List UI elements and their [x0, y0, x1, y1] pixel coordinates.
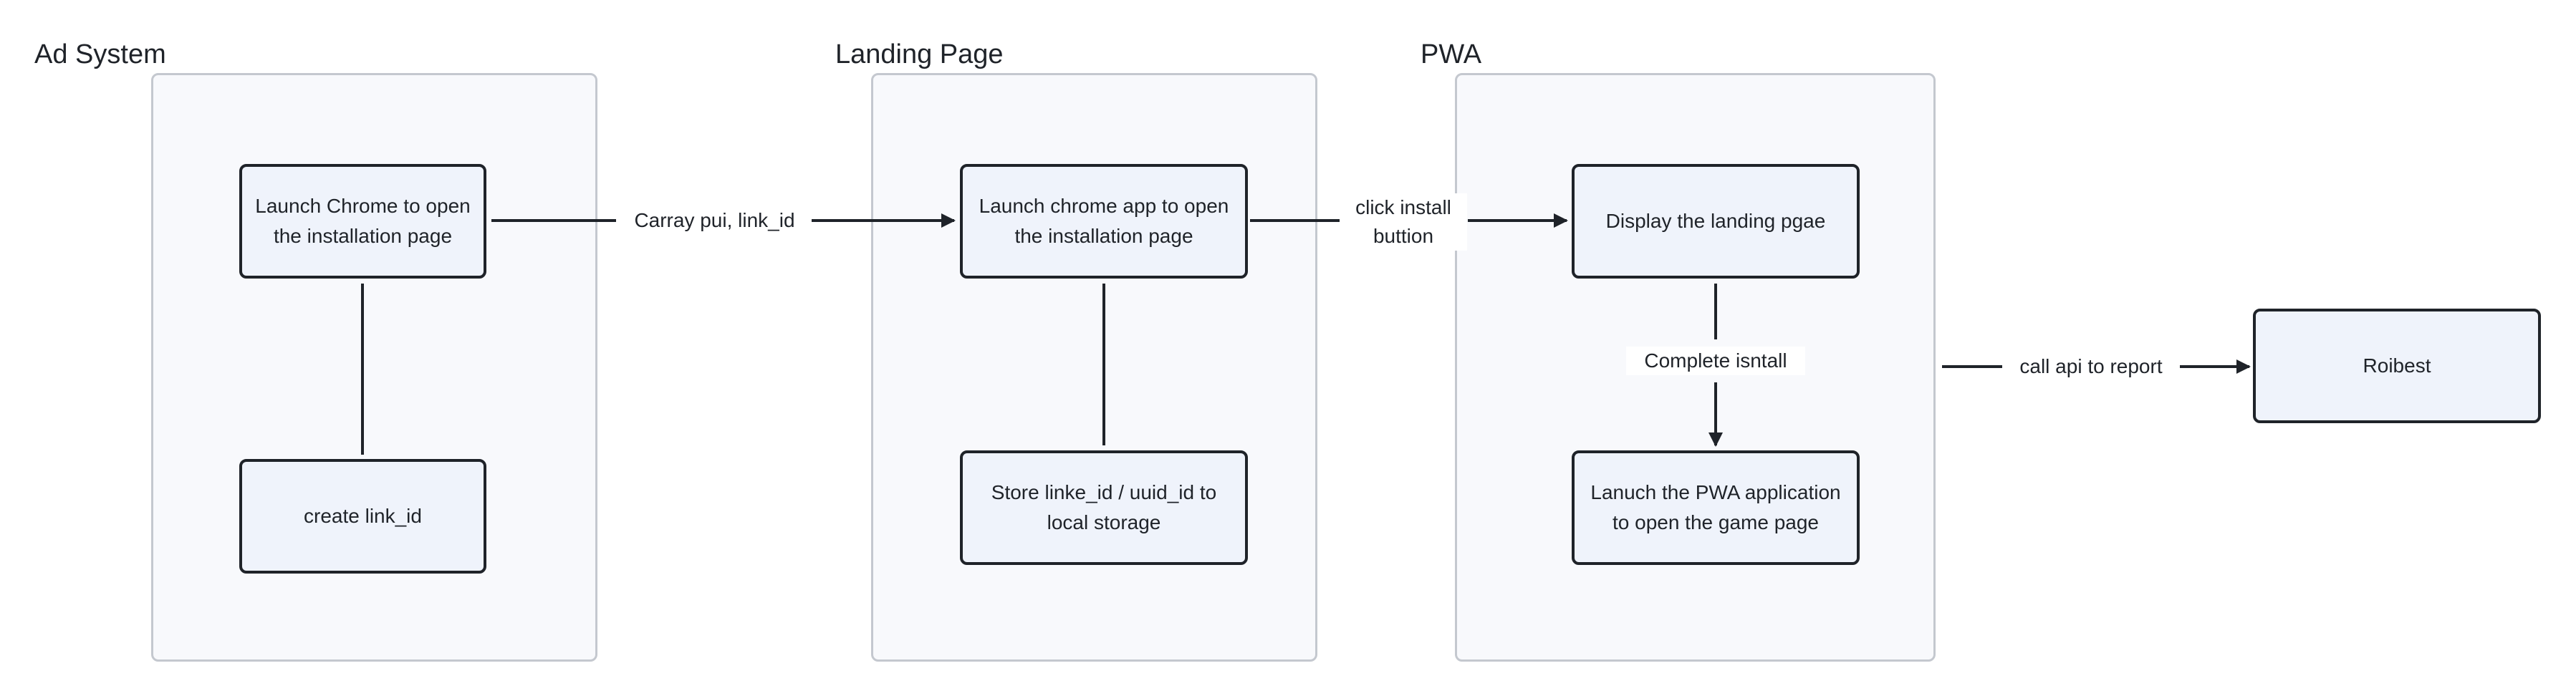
- node-create-link-id: create link_id: [239, 459, 486, 574]
- lane-title-pwa: PWA: [1421, 39, 1482, 69]
- edge-label-click-install-line2: buttion: [1373, 225, 1434, 247]
- edge-label-click-install: click install buttion: [1340, 193, 1467, 251]
- node-store-link-id: Store linke_id / uuid_id to local storag…: [960, 450, 1248, 565]
- lane-title-ad-system: Ad System: [34, 39, 166, 69]
- edge-label-call-api: call api to report: [2006, 352, 2176, 381]
- lane-title-landing-page: Landing Page: [835, 39, 1004, 69]
- node-launch-chrome: Launch Chrome to open the installation p…: [239, 164, 486, 279]
- node-launch-chrome-app: Launch chrome app to open the installati…: [960, 164, 1248, 279]
- node-display-landing: Display the landing pgae: [1572, 164, 1860, 279]
- node-roibest: Roibest: [2253, 309, 2541, 423]
- edge-label-click-install-line1: click install: [1355, 196, 1451, 218]
- node-launch-pwa: Lanuch the PWA application to open the g…: [1572, 450, 1860, 565]
- edge-label-complete-install: Complete isntall: [1626, 347, 1805, 375]
- edge-label-carry: Carray pui, link_id: [623, 206, 806, 235]
